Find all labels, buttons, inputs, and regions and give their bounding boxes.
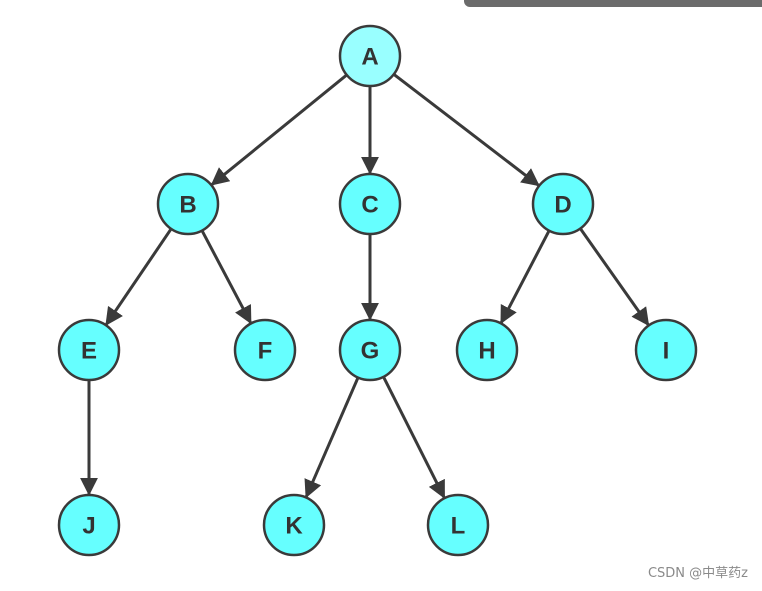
node-g: G bbox=[338, 318, 402, 382]
node-l: L bbox=[426, 493, 490, 557]
edge-g-l bbox=[382, 376, 446, 499]
node-circle bbox=[57, 318, 121, 382]
node-label: J bbox=[82, 513, 95, 540]
node-label: E bbox=[81, 338, 97, 365]
node-circle bbox=[455, 318, 519, 382]
node-circle bbox=[57, 493, 121, 557]
node-circle bbox=[338, 318, 402, 382]
node-label: H bbox=[478, 338, 495, 365]
node-circle bbox=[426, 493, 490, 557]
node-h: H bbox=[455, 318, 519, 382]
node-k: K bbox=[262, 493, 326, 557]
node-c: C bbox=[338, 172, 402, 236]
node-label: L bbox=[451, 513, 466, 540]
node-label: A bbox=[361, 44, 378, 71]
node-circle bbox=[634, 318, 698, 382]
node-circle bbox=[531, 172, 595, 236]
node-label: B bbox=[179, 192, 196, 219]
node-d: D bbox=[531, 172, 595, 236]
node-a: A bbox=[338, 24, 402, 88]
edge-a-d bbox=[392, 73, 540, 187]
node-b: B bbox=[156, 172, 220, 236]
node-e: E bbox=[57, 318, 121, 382]
node-circle bbox=[233, 318, 297, 382]
edge-d-i bbox=[579, 227, 650, 327]
edge-a-b bbox=[210, 73, 348, 186]
node-f: F bbox=[233, 318, 297, 382]
node-circle bbox=[338, 24, 402, 88]
node-label: K bbox=[285, 513, 303, 540]
watermark: CSDN @中草药z bbox=[647, 566, 748, 581]
node-label: I bbox=[663, 338, 670, 365]
node-label: F bbox=[258, 338, 273, 365]
edge-d-h bbox=[499, 229, 551, 325]
node-j: J bbox=[57, 493, 121, 557]
edge-g-k bbox=[304, 376, 360, 499]
node-i: I bbox=[634, 318, 698, 382]
node-label: D bbox=[554, 192, 571, 219]
node-label: G bbox=[361, 338, 380, 365]
node-circle bbox=[338, 172, 402, 236]
node-label: C bbox=[361, 192, 378, 219]
top-scrollbar[interactable] bbox=[464, 0, 762, 7]
edge-b-e bbox=[105, 227, 173, 326]
edge-b-f bbox=[200, 229, 252, 325]
node-circle bbox=[156, 172, 220, 236]
node-circle bbox=[262, 493, 326, 557]
